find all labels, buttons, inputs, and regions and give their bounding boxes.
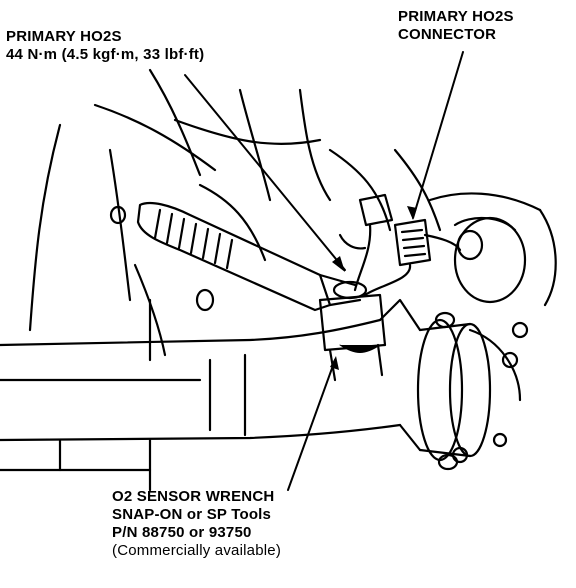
arrowheads (330, 206, 417, 370)
primary-ho2s-connector-label: PRIMARY HO2S CONNECTOR (398, 8, 514, 44)
o2-sensor-wrench-label: O2 SENSOR WRENCH SNAP-ON or SP Tools P/N… (112, 488, 281, 560)
sensor-connector (338, 193, 462, 297)
wrench-part-number: P/N 88750 or 93750 (112, 524, 252, 541)
connector-subtitle: CONNECTOR (398, 26, 497, 43)
wrench-title: O2 SENSOR WRENCH (112, 488, 275, 505)
primary-ho2s-torque: 44 N·m (4.5 kgf·m, 33 lbf·ft) (6, 46, 205, 63)
exhaust-pipe (0, 318, 402, 492)
mounting-bosses (109, 205, 529, 464)
wrench-availability: (Commercially available) (112, 542, 282, 559)
connector-title: PRIMARY HO2S (398, 8, 514, 25)
engine-body-outline (28, 68, 557, 362)
leader-lines (184, 51, 464, 491)
primary-ho2s-label: PRIMARY HO2S 44 N·m (4.5 kgf·m, 33 lbf·f… (6, 28, 204, 64)
exhaust-flange (378, 298, 522, 471)
wrench-brand: SNAP-ON or SP Tools (112, 506, 272, 523)
primary-ho2s-title: PRIMARY HO2S (6, 28, 122, 45)
pulley-component (453, 216, 527, 304)
o2-sensor-wrench (136, 201, 362, 312)
